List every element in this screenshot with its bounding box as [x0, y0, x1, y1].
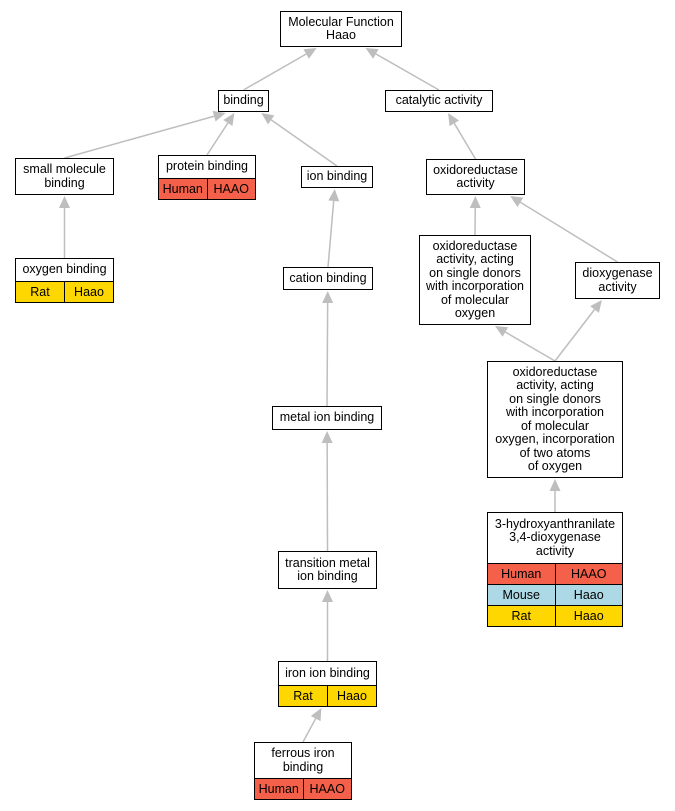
- node-label: oxidoreductase activity: [433, 162, 518, 190]
- species-name: Rat: [30, 285, 50, 299]
- node-oxidoreductase-activity[interactable]: oxidoreductase activity: [426, 159, 525, 195]
- gene-symbol: HAAO: [206, 179, 256, 199]
- node-metal-ion-binding[interactable]: metal ion binding: [272, 406, 382, 430]
- node-label: cation binding: [289, 270, 367, 285]
- edge-line: [327, 200, 335, 268]
- edge-line: [326, 302, 329, 407]
- node-3-hydroxyanthranilate-dioxygenase[interactable]: 3-hydroxyanthranilate 3,4-dioxygenase ac…: [487, 512, 623, 627]
- node-label: protein binding: [165, 159, 248, 174]
- species-row: Mouse Haao: [488, 584, 622, 605]
- edge-line: [270, 119, 338, 167]
- node-label: transition metal ion binding: [285, 555, 370, 583]
- gene-symbol: Haao: [327, 686, 376, 706]
- node-ox-two-atoms[interactable]: oxidoreductase activity, acting on singl…: [487, 361, 623, 478]
- edge-line: [375, 53, 440, 91]
- species-name: Rat: [293, 689, 313, 703]
- edge-arrowhead: [212, 110, 226, 122]
- node-cation-binding[interactable]: cation binding: [283, 267, 373, 290]
- edge-arrowhead: [223, 113, 235, 127]
- edge-arrowhead: [310, 708, 322, 722]
- edge-arrowhead: [495, 326, 509, 337]
- gene-symbol: HAAO: [302, 779, 352, 799]
- edge-line: [64, 115, 215, 159]
- species-name: Human: [501, 567, 542, 581]
- node-label: ion binding: [306, 169, 368, 184]
- node-label: iron ion binding: [285, 665, 370, 680]
- edge-arrowhead: [328, 189, 340, 202]
- edge-arrowhead: [322, 291, 334, 304]
- node-molecular-function-root[interactable]: Molecular Function Haao: [280, 11, 402, 47]
- node-ion-binding[interactable]: ion binding: [301, 166, 373, 188]
- species-name: Rat: [511, 609, 531, 623]
- edge-line: [554, 309, 596, 362]
- edge-arrowhead: [590, 300, 602, 313]
- node-binding[interactable]: binding: [218, 90, 269, 112]
- node-label: metal ion binding: [279, 410, 375, 425]
- edge-arrowhead: [59, 196, 70, 208]
- species-row: Rat Haao: [488, 605, 622, 626]
- species-row: Rat Haao: [279, 685, 376, 706]
- node-label: catalytic activity: [395, 93, 483, 108]
- node-label: ferrous iron binding: [271, 746, 335, 774]
- node-label: small molecule binding: [23, 162, 106, 190]
- edge-arrowhead: [549, 479, 561, 491]
- species-row: Rat Haao: [16, 281, 113, 302]
- species-name: Mouse: [502, 588, 541, 602]
- node-transition-metal-ion-binding[interactable]: transition metal ion binding: [278, 551, 377, 589]
- edge-line: [243, 53, 307, 91]
- edge-arrowhead: [510, 196, 524, 207]
- gene-symbol: Haao: [64, 282, 113, 302]
- node-label: Molecular Function Haao: [288, 14, 394, 42]
- species-row: Human HAAO: [488, 563, 622, 584]
- edge-arrowhead: [448, 113, 459, 127]
- node-label: binding: [223, 93, 264, 108]
- edge-arrowhead: [321, 431, 333, 444]
- edge-arrowhead: [322, 590, 333, 602]
- edge-line: [206, 122, 229, 156]
- edge-line: [504, 331, 556, 362]
- node-iron-ion-binding[interactable]: iron ion binding Rat Haao: [278, 661, 377, 707]
- edge-arrowhead: [261, 113, 275, 125]
- node-ox-single-donors[interactable]: oxidoreductase activity, acting on singl…: [419, 235, 531, 325]
- species-name: Human: [258, 782, 299, 796]
- gene-symbol: HAAO: [554, 564, 623, 584]
- node-catalytic-activity[interactable]: catalytic activity: [385, 90, 493, 112]
- edge-arrowhead: [365, 48, 379, 59]
- gene-symbol: Haao: [554, 585, 623, 605]
- node-label: oxidoreductase activity, acting on singl…: [426, 238, 524, 320]
- node-oxygen-binding[interactable]: oxygen binding Rat Haao: [15, 258, 114, 303]
- node-label: 3-hydroxyanthranilate 3,4-dioxygenase ac…: [494, 516, 616, 558]
- edge-line: [302, 718, 317, 743]
- node-label: oxygen binding: [22, 262, 107, 277]
- node-small-molecule-binding[interactable]: small molecule binding: [15, 158, 114, 195]
- edge-arrowhead: [303, 48, 317, 59]
- node-label: dioxygenase activity: [582, 266, 653, 294]
- edge-line: [453, 122, 477, 160]
- node-label: oxidoreductase activity, acting on singl…: [495, 364, 615, 473]
- edge-line: [519, 201, 618, 263]
- edge-arrowhead: [469, 196, 481, 209]
- gene-symbol: Haao: [554, 606, 623, 626]
- species-name: Human: [162, 182, 203, 196]
- node-dioxygenase-activity[interactable]: dioxygenase activity: [575, 262, 660, 299]
